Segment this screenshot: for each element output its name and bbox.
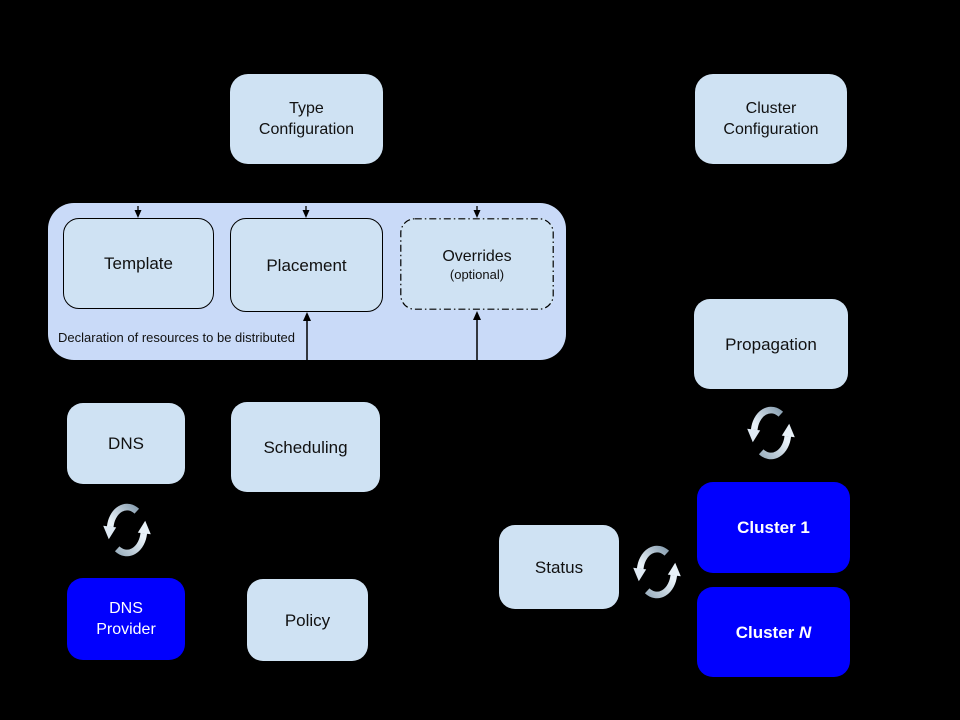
node-label: Type Configuration (259, 98, 354, 140)
node-cluster-configuration: Cluster Configuration (695, 74, 847, 164)
node-dns: DNS (67, 403, 185, 484)
label-line: 1 (800, 518, 810, 537)
dash-dot-border (400, 218, 554, 310)
node-label: Overrides (optional) (442, 246, 511, 283)
node-label: Propagation (725, 334, 817, 354)
node-label: Cluster 1 (737, 517, 810, 538)
label-line: Cluster (735, 622, 795, 642)
node-label: DNS (108, 434, 144, 453)
label-line: Cluster (737, 518, 796, 537)
label-subline: (optional) (449, 266, 505, 282)
node-overrides: Overrides (optional) (400, 218, 554, 310)
label-line: DNS (109, 600, 143, 617)
resource-group-caption: Declaration of resources to be distribut… (58, 330, 296, 345)
node-placement: Placement (230, 218, 383, 312)
node-label: Policy (284, 610, 331, 630)
node-dns-provider: DNS Provider (67, 578, 185, 660)
label-line: Configuration (723, 121, 819, 138)
sync-arrows-icon (743, 397, 799, 469)
node-status: Status (499, 525, 619, 609)
node-template: Template (63, 218, 214, 309)
node-label: Cluster Configuration (723, 98, 818, 140)
node-label: DNS Provider (96, 598, 156, 640)
label-line: Type (289, 100, 324, 117)
label-line: Cluster (745, 100, 797, 117)
node-cluster-1: Cluster 1 (697, 482, 850, 573)
node-label: Placement (266, 255, 347, 275)
label-line: Provider (96, 621, 156, 638)
node-type-configuration: Type Configuration (230, 74, 383, 164)
node-label: Cluster N (736, 622, 812, 643)
node-scheduling: Scheduling (231, 402, 380, 492)
node-cluster-n: Cluster N (697, 587, 850, 677)
sync-arrows-icon (629, 536, 685, 608)
arrow-clusterconfig-to-propagation (767, 164, 775, 299)
node-propagation: Propagation (694, 299, 848, 389)
node-label: Scheduling (263, 437, 348, 457)
label-line: N (799, 622, 812, 642)
node-policy: Policy (247, 579, 368, 661)
node-label: Template (104, 254, 173, 273)
sync-arrows-icon (99, 494, 155, 566)
label-line: Overrides (442, 247, 512, 265)
label-line: Configuration (258, 121, 355, 138)
node-label: Status (534, 557, 584, 577)
